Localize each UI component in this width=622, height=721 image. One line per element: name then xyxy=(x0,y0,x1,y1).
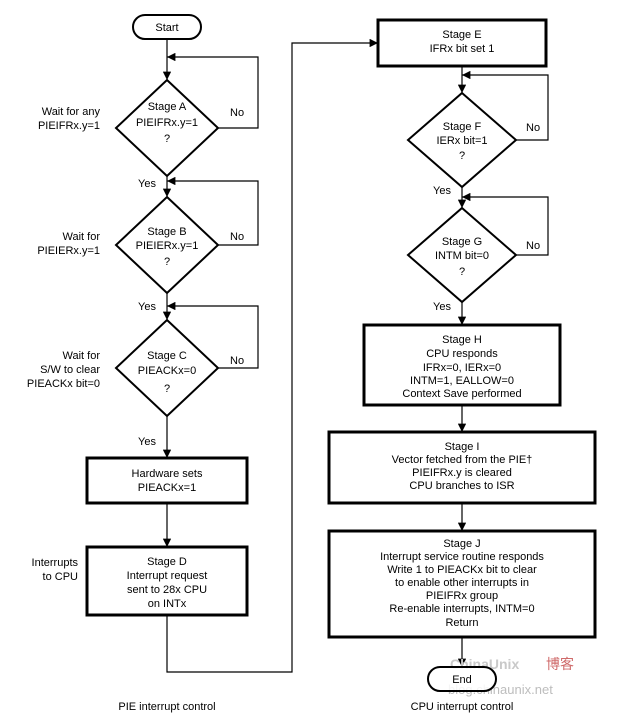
stage-c-no-loop xyxy=(167,301,259,369)
stage-g-decision: Stage G INTM bit=0 ? xyxy=(406,206,518,304)
stage-d-box: Stage D Interrupt request sent to 28x CP… xyxy=(85,545,249,617)
stage-g-no-label: No xyxy=(526,240,540,252)
stage-d-line-4: on INTx xyxy=(148,598,187,610)
stage-a-line-2: PIEIFRx.y=1 xyxy=(136,117,198,129)
stage-c-line-1: Stage C xyxy=(147,350,187,362)
flow-d-to-e xyxy=(166,38,378,673)
stage-a-no-loop xyxy=(167,52,259,129)
stage-i-line-2: Vector fetched from the PIE† xyxy=(392,454,533,466)
stage-j-line-6: Re-enable interrupts, INTM=0 xyxy=(389,603,534,615)
start-terminal: Start xyxy=(132,14,202,40)
stage-g-line-1: Stage G xyxy=(442,236,482,248)
stage-i-line-1: Stage I xyxy=(445,441,480,453)
stage-c-yes-label: Yes xyxy=(138,436,156,448)
stage-e-box: Stage E IFRx bit set 1 xyxy=(376,18,548,68)
stage-g-line-2: INTM bit=0 xyxy=(435,250,489,262)
stage-j-line-7: Return xyxy=(445,617,478,629)
stage-a-line-3: ? xyxy=(164,133,170,145)
stage-c-side-1: Wait for xyxy=(63,350,101,362)
stage-d-side-2: to CPU xyxy=(43,571,79,583)
stage-b-no-label: No xyxy=(230,231,244,243)
stage-a-side-2: PIEIFRx.y=1 xyxy=(38,120,100,132)
stage-c-side-3: PIEACKx bit=0 xyxy=(27,378,100,390)
stage-a-no-label: No xyxy=(230,107,244,119)
stage-b-line-3: ? xyxy=(164,256,170,268)
stage-h-line-3: IFRx=0, IERx=0 xyxy=(423,362,501,374)
caption-cpu-interrupt-control: CPU interrupt control xyxy=(411,701,514,713)
stage-i-line-4: CPU branches to ISR xyxy=(409,480,514,492)
stage-i-line-3: PIEIFRx.y is cleared xyxy=(412,467,512,479)
stage-g-no-loop xyxy=(462,192,549,256)
stage-c-line-2: PIEACKx=0 xyxy=(138,365,196,377)
stage-b-line-2: PIEIERx.y=1 xyxy=(136,240,199,252)
stage-f-line-1: Stage F xyxy=(443,121,482,133)
stage-c-decision: Stage C PIEACKx=0 ? xyxy=(114,318,220,418)
stage-j-line-3: Write 1 to PIEACKx bit to clear xyxy=(387,564,537,576)
end-label: End xyxy=(452,674,472,686)
stage-a-decision: Stage A PIEIFRx.y=1 ? xyxy=(114,78,220,178)
start-label: Start xyxy=(155,22,178,34)
stage-h-box: Stage H CPU responds IFRx=0, IERx=0 INTM… xyxy=(362,323,562,407)
stage-f-no-loop xyxy=(462,70,549,141)
stage-b-line-1: Stage B xyxy=(147,226,186,238)
stage-f-yes-label: Yes xyxy=(433,185,451,197)
stage-f-decision: Stage F IERx bit=1 ? xyxy=(406,91,518,189)
stage-d-line-2: Interrupt request xyxy=(127,570,208,582)
stage-a-line-1: Stage A xyxy=(148,101,187,113)
stage-e-line-1: Stage E xyxy=(442,29,481,41)
stage-e-line-2: IFRx bit set 1 xyxy=(430,43,495,55)
stage-b-no-loop xyxy=(167,176,259,246)
stage-f-line-3: ? xyxy=(459,150,465,162)
stage-b-side-1: Wait for xyxy=(63,231,101,243)
stage-b-side-2: PIEIERx.y=1 xyxy=(37,245,100,257)
hardware-line-1: Hardware sets xyxy=(132,468,203,480)
stage-h-line-1: Stage H xyxy=(442,334,482,346)
stage-c-line-3: ? xyxy=(164,383,170,395)
stage-f-no-label: No xyxy=(526,122,540,134)
stage-i-box: Stage I Vector fetched from the PIE† PIE… xyxy=(327,430,597,505)
stage-j-line-5: PIEIFRx group xyxy=(426,590,498,602)
stage-a-side-1: Wait for any xyxy=(42,106,101,118)
stage-g-line-3: ? xyxy=(459,266,465,278)
stage-j-box: Stage J Interrupt service routine respon… xyxy=(327,529,597,639)
stage-d-line-3: sent to 28x CPU xyxy=(127,584,207,596)
watermark-brand-cn: 博客 xyxy=(546,656,574,672)
stage-g-yes-label: Yes xyxy=(433,301,451,313)
hardware-line-2: PIEACKx=1 xyxy=(138,482,196,494)
stage-h-line-5: Context Save performed xyxy=(402,388,521,400)
stage-j-line-4: to enable other interrupts in xyxy=(395,577,529,589)
stage-d-side-1: Interrupts xyxy=(32,557,79,569)
stage-h-line-2: CPU responds xyxy=(426,348,498,360)
end-terminal: End xyxy=(427,666,497,692)
caption-pie-interrupt-control: PIE interrupt control xyxy=(118,701,215,713)
stage-a-yes-label: Yes xyxy=(138,178,156,190)
stage-f-line-2: IERx bit=1 xyxy=(436,135,487,147)
stage-j-line-1: Stage J xyxy=(443,538,480,550)
stage-b-yes-label: Yes xyxy=(138,301,156,313)
stage-d-line-1: Stage D xyxy=(147,556,187,568)
hardware-sets-box: Hardware sets PIEACKx=1 xyxy=(85,456,249,505)
stage-c-side-2: S/W to clear xyxy=(40,364,100,376)
stage-c-no-label: No xyxy=(230,355,244,367)
stage-j-line-2: Interrupt service routine responds xyxy=(380,551,544,563)
stage-h-line-4: INTM=1, EALLOW=0 xyxy=(410,375,514,387)
stage-b-decision: Stage B PIEIERx.y=1 ? xyxy=(114,195,220,295)
